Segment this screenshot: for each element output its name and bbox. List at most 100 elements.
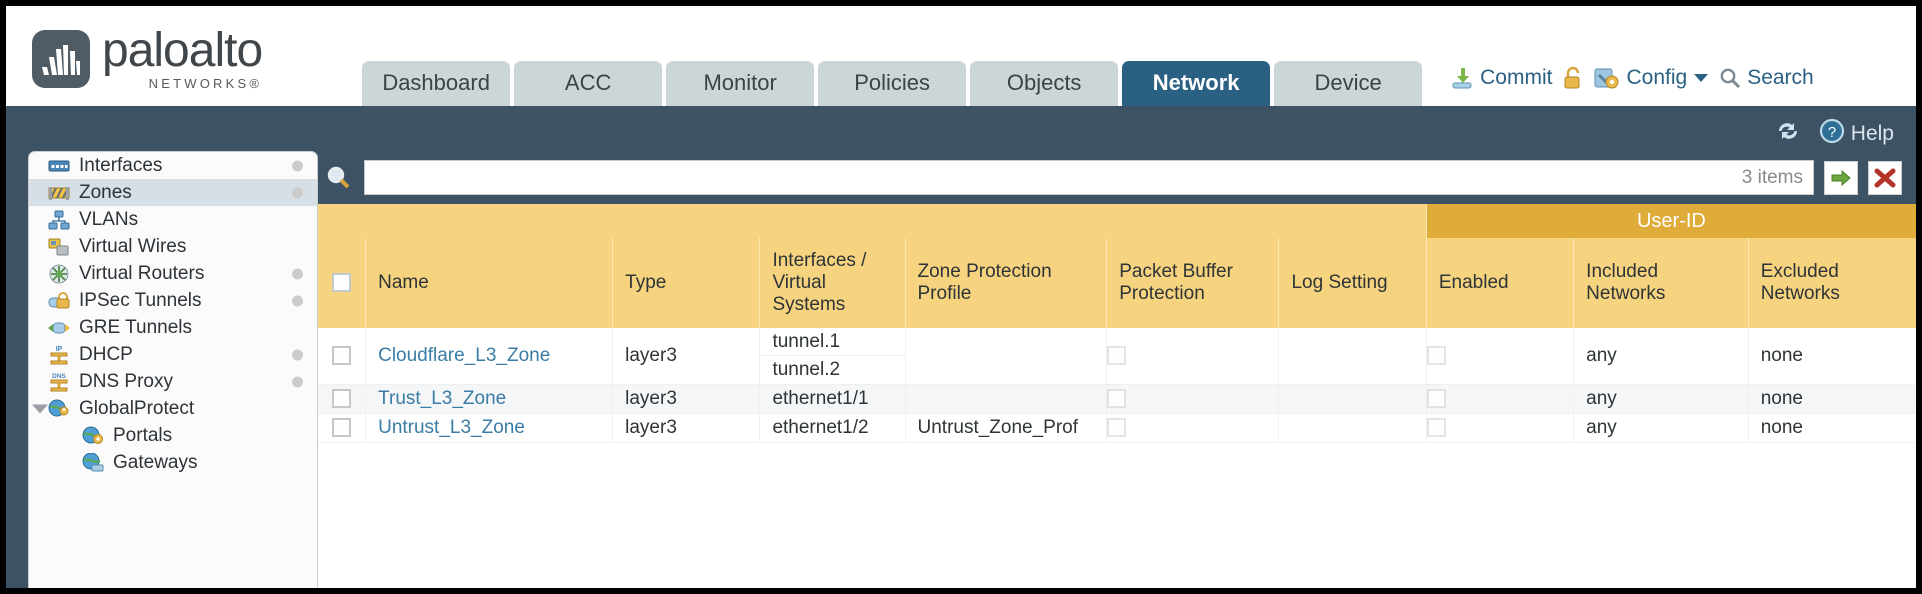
status-dot: [292, 349, 303, 360]
filter-search-icon[interactable]: [324, 165, 354, 191]
column-header-log-setting[interactable]: Log Setting: [1278, 238, 1427, 328]
chevron-down-icon[interactable]: [32, 404, 48, 413]
search-icon: [1719, 67, 1741, 89]
tab-network[interactable]: Network: [1122, 61, 1271, 106]
column-header-packet-buffer-protection[interactable]: Packet Buffer Protection: [1106, 238, 1280, 328]
sidebar-item-dhcp[interactable]: IP DHCP: [29, 341, 317, 368]
column-header-interfaces[interactable]: Interfaces / Virtual Systems: [759, 238, 906, 328]
column-header-name[interactable]: Name: [365, 238, 614, 328]
cell-packet-buffer-protection[interactable]: [1106, 413, 1280, 443]
sidebar-item-label: Portals: [113, 424, 173, 446]
row-checkbox[interactable]: [332, 389, 351, 409]
tab-dashboard[interactable]: Dashboard: [362, 61, 511, 106]
sidebar-item-globalprotect[interactable]: GlobalProtect: [29, 395, 317, 422]
svg-text:DNS: DNS: [52, 373, 66, 380]
tab-monitor[interactable]: Monitor: [666, 61, 815, 106]
filter-input-wrapper[interactable]: 3 items: [364, 160, 1814, 195]
packet-buffer-protection-checkbox[interactable]: [1107, 389, 1127, 409]
column-header-included-networks[interactable]: Included Networks: [1573, 238, 1749, 328]
column-header-type[interactable]: Type: [612, 238, 761, 328]
clear-filter-button[interactable]: [1868, 160, 1902, 195]
search-input[interactable]: [365, 161, 1742, 194]
status-dot: [292, 160, 303, 171]
config-icon: [1594, 66, 1620, 90]
interface-item: tunnel.2: [772, 359, 841, 380]
cell-zone-protection-profile: [905, 384, 1108, 414]
userid-enabled-checkbox[interactable]: [1426, 346, 1446, 366]
userid-enabled-checkbox[interactable]: [1426, 418, 1446, 438]
cell-name[interactable]: Trust_L3_Zone: [365, 384, 614, 414]
row-select-cell[interactable]: [318, 328, 367, 385]
zone-link[interactable]: Untrust_L3_Zone: [378, 417, 525, 438]
tab-device[interactable]: Device: [1274, 61, 1423, 106]
group-header-userid: User-ID: [1426, 204, 1916, 238]
select-all-header[interactable]: [318, 238, 367, 328]
status-dot: [292, 268, 303, 279]
zones-table: User-ID Name Type Interfaces / Virtual S…: [318, 204, 1916, 443]
globalprotect-icon: [47, 398, 70, 419]
select-all-checkbox[interactable]: [332, 273, 351, 293]
tab-objects[interactable]: Objects: [970, 61, 1119, 106]
cell-excluded-networks: none: [1748, 413, 1916, 443]
vlans-icon: [47, 209, 70, 230]
sidebar-item-gateways[interactable]: Gateways: [29, 449, 317, 476]
refresh-button[interactable]: [1775, 119, 1801, 149]
config-label: Config: [1626, 66, 1688, 89]
sidebar-item-dns-proxy[interactable]: DNS DNS Proxy: [29, 368, 317, 395]
search-label: Search: [1747, 66, 1814, 89]
brand-logo[interactable]: paloalto NETWORKS®: [32, 24, 263, 90]
cell-packet-buffer-protection[interactable]: [1106, 328, 1280, 385]
userid-enabled-checkbox[interactable]: [1426, 389, 1446, 409]
cell-name[interactable]: Cloudflare_L3_Zone: [365, 328, 614, 385]
sidebar-item-interfaces[interactable]: Interfaces: [29, 152, 317, 179]
row-checkbox[interactable]: [332, 418, 351, 438]
table-row[interactable]: Untrust_L3_Zone layer3 ethernet1/2 Untru…: [318, 413, 1916, 443]
sidebar-item-gre-tunnels[interactable]: GRE Tunnels: [29, 314, 317, 341]
sidebar-item-label: GRE Tunnels: [79, 316, 192, 338]
cell-userid-enabled[interactable]: [1426, 328, 1575, 385]
cell-userid-enabled[interactable]: [1426, 413, 1575, 443]
zone-link[interactable]: Cloudflare_L3_Zone: [378, 345, 551, 366]
row-select-cell[interactable]: [318, 413, 367, 443]
sidebar-item-virtual-wires[interactable]: Virtual Wires: [29, 233, 317, 260]
cell-name[interactable]: Untrust_L3_Zone: [365, 413, 614, 443]
sidebar-item-virtual-routers[interactable]: Virtual Routers: [29, 260, 317, 287]
status-dot: [292, 187, 303, 198]
cell-userid-enabled[interactable]: [1426, 384, 1575, 414]
network-sidebar: Interfaces Zones: [28, 151, 318, 588]
row-select-cell[interactable]: [318, 384, 367, 414]
sidebar-item-vlans[interactable]: VLANs: [29, 206, 317, 233]
tab-policies[interactable]: Policies: [818, 61, 967, 106]
app-header: paloalto NETWORKS® Dashboard ACC Monitor…: [6, 6, 1916, 106]
cell-log-setting: [1278, 384, 1427, 414]
interface-item: tunnel.1: [760, 328, 905, 356]
sidebar-item-ipsec-tunnels[interactable]: IPSec Tunnels: [29, 287, 317, 314]
column-header-excluded-networks[interactable]: Excluded Networks: [1748, 238, 1916, 328]
column-header-enabled[interactable]: Enabled: [1426, 238, 1575, 328]
sidebar-item-zones[interactable]: Zones: [29, 179, 317, 206]
column-header-zone-protection-profile[interactable]: Zone Protection Profile: [905, 238, 1108, 328]
packet-buffer-protection-checkbox[interactable]: [1107, 418, 1127, 438]
packet-buffer-protection-checkbox[interactable]: [1107, 346, 1127, 366]
virtual-routers-icon: [47, 263, 70, 284]
main-nav-tabs: Dashboard ACC Monitor Policies Objects N…: [362, 61, 1423, 106]
row-checkbox[interactable]: [332, 346, 351, 366]
tab-acc[interactable]: ACC: [514, 61, 663, 106]
svg-text:?: ?: [1828, 124, 1836, 141]
sidebar-item-portals[interactable]: Portals: [29, 422, 317, 449]
search-button[interactable]: Search: [1719, 66, 1814, 90]
brand-name: paloalto: [102, 24, 263, 77]
cell-interfaces: ethernet1/2: [759, 413, 906, 443]
paloalto-logo-icon: [32, 29, 90, 88]
sidebar-item-label: Virtual Wires: [79, 235, 187, 257]
table-row[interactable]: Trust_L3_Zone layer3 ethernet1/1: [318, 384, 1916, 414]
lock-button[interactable]: [1562, 66, 1584, 90]
help-button[interactable]: ? Help: [1819, 118, 1894, 150]
commit-button[interactable]: Commit: [1450, 66, 1552, 90]
cell-included-networks: any: [1573, 328, 1749, 385]
zone-link[interactable]: Trust_L3_Zone: [378, 388, 507, 409]
config-menu[interactable]: Config: [1594, 66, 1709, 90]
apply-filter-button[interactable]: [1824, 160, 1858, 195]
cell-packet-buffer-protection[interactable]: [1106, 384, 1280, 414]
